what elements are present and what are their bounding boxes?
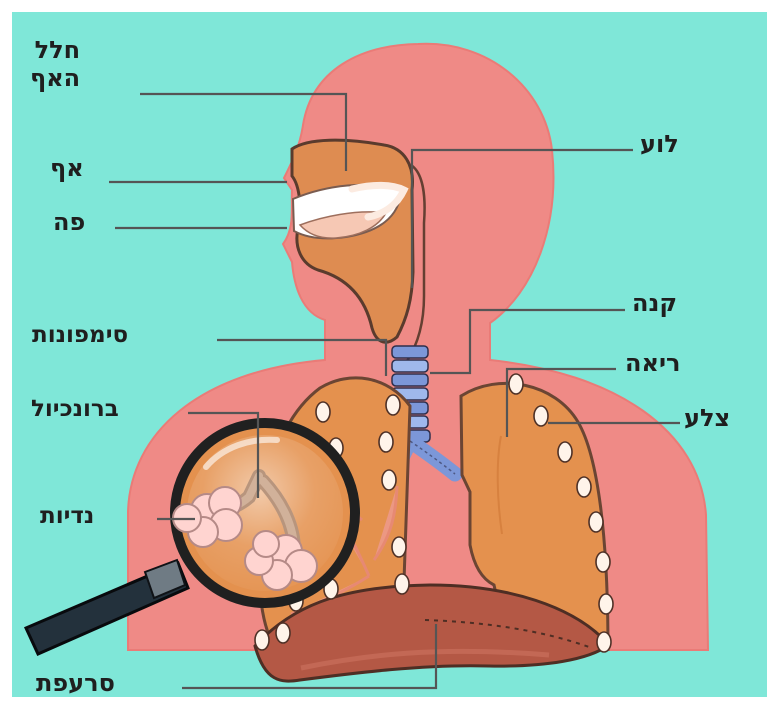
mouth-label: פה	[53, 210, 85, 234]
trachea-label: קנה	[632, 291, 677, 315]
lung-label: ריאה	[625, 351, 680, 375]
nose-label: אף	[50, 156, 84, 180]
pharynx-label: לוע	[640, 132, 679, 156]
bronchiole-label: ברונכיול	[31, 398, 119, 421]
diaphragm-label: סרעפת	[36, 671, 115, 695]
alveoli-label: נדיות	[40, 505, 94, 528]
rib-label: צלע	[684, 406, 730, 430]
nasal-cavity-label: חלל האף	[30, 36, 80, 93]
nasal-cavity-label-line1: חלל	[30, 36, 80, 64]
bronchi-label: סימפונות	[32, 324, 128, 347]
nasal-cavity-label-line2: האף	[30, 64, 80, 92]
